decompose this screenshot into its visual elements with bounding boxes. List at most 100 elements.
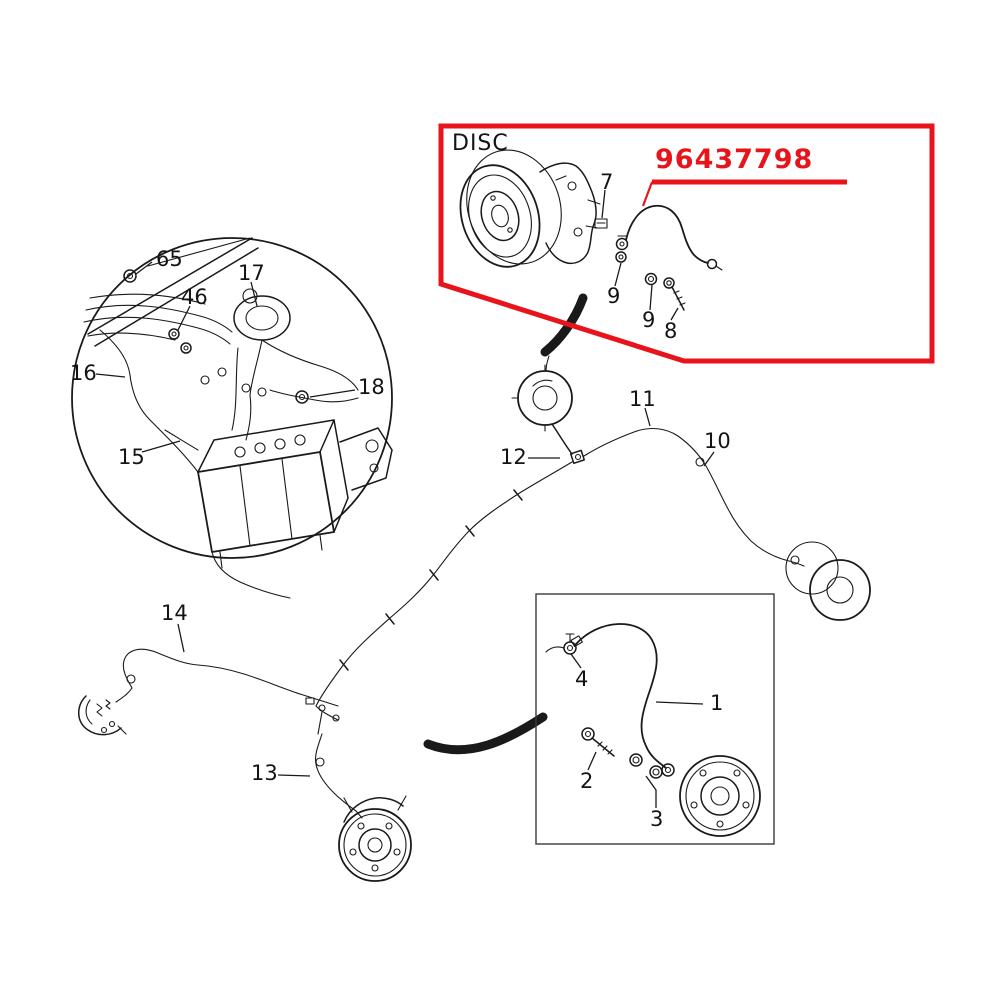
bolt-part2: [581, 727, 615, 757]
front-hose-inset: [535, 593, 775, 845]
callout-label-65: 65: [156, 247, 183, 271]
labels: DISC 96437798 7 9 9 8 65 46 17 16 15 18 …: [70, 131, 813, 831]
harness-break-mark-lower: [423, 712, 548, 755]
hose-fitting: [315, 757, 325, 767]
callout-label-16: 16: [70, 361, 97, 385]
callout-label-10: 10: [704, 429, 731, 453]
master-cylinder-part17: [233, 288, 291, 396]
leader-16: [95, 373, 126, 378]
callout-label-12: 12: [500, 445, 527, 469]
callout-label-9-lower: 9: [642, 308, 655, 332]
callout-label-7: 7: [600, 170, 613, 194]
pipe-nut: [126, 674, 136, 684]
callout-label-2: 2: [580, 769, 593, 793]
washer-part9-lower: [644, 272, 658, 286]
rear-right-wheel: [785, 541, 871, 621]
front-left-drum-assembly: [78, 695, 127, 736]
pipe-part16: [99, 329, 151, 421]
leader-1: [655, 701, 704, 705]
leader-7: [601, 189, 606, 219]
fitting-part9-upper: [615, 251, 627, 263]
callout-label-46: 46: [181, 285, 208, 309]
abs-modulator: [197, 419, 349, 569]
leader-8: [670, 307, 679, 321]
hose-clip-part7: [594, 218, 608, 229]
leader-65: [135, 261, 153, 275]
leader-17: [250, 281, 258, 307]
modulator-bracket: [339, 427, 393, 491]
inset-box-outline: [535, 593, 775, 845]
callout-label-11: 11: [629, 387, 656, 411]
leader-3: [645, 775, 657, 808]
leader-15: [141, 440, 181, 453]
fitting-part65: [123, 269, 137, 283]
inset-title-disc: DISC: [452, 131, 509, 156]
pipe: [231, 347, 239, 431]
disc-inset-artwork: [459, 149, 723, 321]
rear-left-hose: [551, 423, 573, 455]
pipe: [261, 339, 359, 391]
callout-label-14: 14: [161, 601, 188, 625]
highlight-box: [438, 123, 935, 364]
leader-14: [177, 623, 185, 653]
leader-10: [703, 451, 715, 467]
part-number-leader: [641, 181, 654, 207]
callout-label-15: 15: [118, 445, 145, 469]
harness-break-mark-upper: [540, 293, 588, 357]
callout-label-17: 17: [238, 261, 265, 285]
cowl-rail: [147, 237, 251, 267]
leader-11: [644, 407, 651, 427]
pipe: [545, 355, 550, 372]
callout-label-1: 1: [710, 691, 723, 715]
front-disc-rotor: [459, 164, 541, 268]
pipe-nuts: [200, 367, 267, 397]
callout-label-4: 4: [575, 667, 588, 691]
pipe: [245, 394, 252, 441]
leader-13: [277, 774, 311, 777]
pipe-clips: [339, 489, 523, 671]
cowl-rail: [94, 247, 259, 347]
leader-18: [309, 389, 356, 398]
callout-label-8: 8: [664, 319, 677, 343]
highlighted-part-number: 96437798: [655, 144, 813, 175]
pipe-clip: [695, 457, 705, 467]
pipe: [269, 389, 359, 403]
leader-46: [177, 305, 191, 331]
leader-9-lower: [649, 284, 653, 311]
pipe-part15: [164, 429, 199, 451]
brake-pipe-bundle: [83, 293, 233, 345]
main-harness: [315, 293, 871, 707]
inset-rotor: [679, 755, 761, 837]
callout-label-18: 18: [358, 375, 385, 399]
brake-hose-96437798: [615, 204, 723, 271]
fitting-part18: [295, 390, 309, 404]
callout-label-3: 3: [650, 807, 663, 831]
front-left-pipe-part14: [122, 648, 301, 695]
pipe: [115, 687, 133, 703]
front-left-hub: [338, 795, 412, 882]
left-detail-circle: [71, 237, 393, 599]
front-hose-part13: [314, 733, 357, 812]
detail-circle-outline: [71, 237, 393, 559]
front-lines-section: [78, 623, 548, 882]
rear-left-shield: [511, 364, 573, 432]
bolt-part8: [663, 277, 686, 311]
front-rear-main-pipe: [315, 461, 573, 707]
knuckle-caliper: [539, 162, 601, 265]
leader-4: [570, 653, 582, 669]
pipe: [149, 419, 199, 473]
washers-part3: [629, 753, 663, 779]
brake-hose-part1: [570, 623, 675, 777]
leader-9-upper: [614, 262, 622, 287]
callout-label-9-upper: 9: [607, 284, 620, 308]
fittings-part46: [168, 328, 192, 354]
pipe: [211, 551, 291, 599]
rear-brake-pipe: [583, 427, 790, 562]
highlight-overlay: [438, 123, 935, 364]
junction-cluster: [299, 693, 340, 735]
connector-part12: [569, 449, 586, 465]
callout-label-13: 13: [251, 761, 278, 785]
leader-2: [587, 751, 597, 771]
